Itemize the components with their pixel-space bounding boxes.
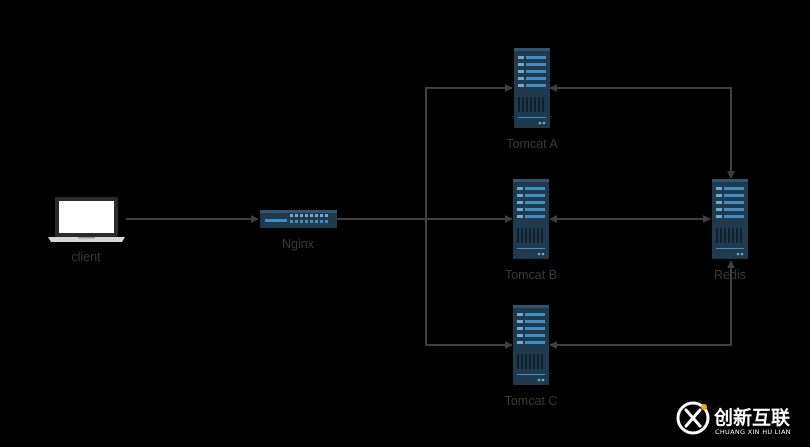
tomcat-a-node: Tomcat A xyxy=(506,48,558,151)
tomcat-a-label: Tomcat A xyxy=(506,137,558,151)
nginx-node: Nginx xyxy=(260,210,337,251)
watermark-text-en: CHUANG XIN HU LIAN xyxy=(715,428,791,436)
watermark-text-cn: 创新互联 xyxy=(713,406,790,429)
client-label: client xyxy=(71,250,101,264)
laptop-icon xyxy=(48,197,125,242)
redis-node: Redis xyxy=(712,179,748,282)
server-icon xyxy=(712,179,748,259)
watermark-logo: 创新互联 CHUANG XIN HU LIAN xyxy=(676,401,791,436)
client-node: client xyxy=(48,197,125,264)
logo-icon xyxy=(676,401,710,435)
tomcat-c-node: Tomcat C xyxy=(505,305,558,408)
server-icon xyxy=(513,179,549,259)
tomcat-b-node: Tomcat B xyxy=(505,179,557,282)
nginx-label: Nginx xyxy=(282,237,315,251)
tomcat-c-label: Tomcat C xyxy=(505,394,558,408)
tomcat-b-label: Tomcat B xyxy=(505,268,557,282)
server-icon xyxy=(513,305,549,385)
network-switch-icon xyxy=(260,210,337,228)
edge-tomcat-c-redis xyxy=(549,260,735,349)
redis-label: Redis xyxy=(714,268,746,282)
edge-tomcat-a-redis xyxy=(549,84,735,179)
server-icon xyxy=(514,48,550,128)
edges xyxy=(126,84,735,349)
